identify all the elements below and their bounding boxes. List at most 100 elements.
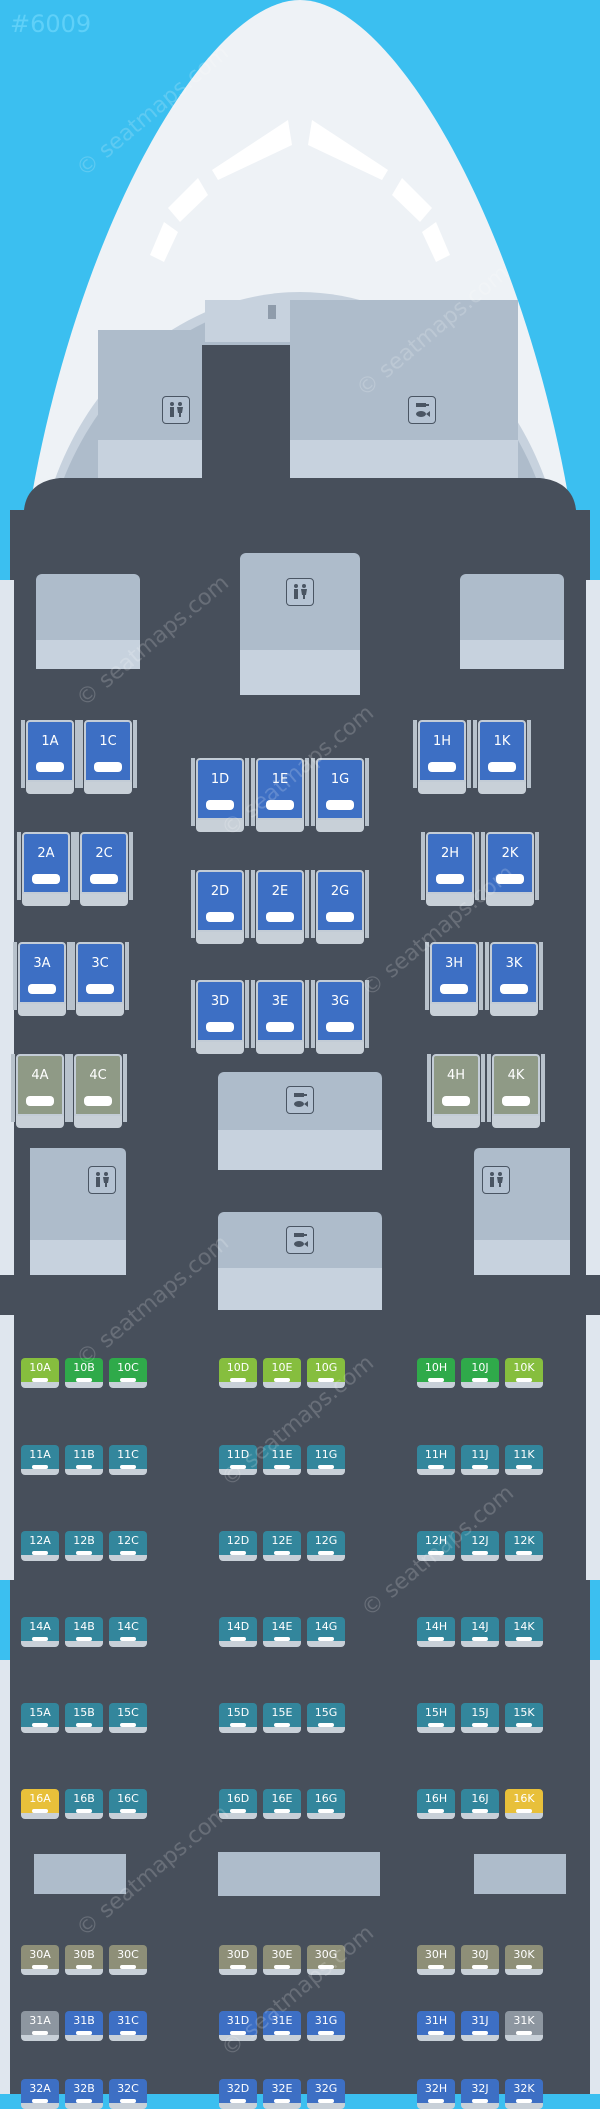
seat-3K[interactable]: 3K [485,942,543,1016]
seat-30C[interactable]: 30C [109,1945,147,1975]
seat-30E[interactable]: 30E [263,1945,301,1975]
seat-32H[interactable]: 32H [417,2079,455,2109]
seat-31G[interactable]: 31G [307,2011,345,2041]
seat-15H[interactable]: 15H [417,1703,455,1733]
seat-2C[interactable]: 2C [75,832,133,906]
seat-12G[interactable]: 12G [307,1531,345,1561]
seat-1E[interactable]: 1E [251,758,309,832]
seat-14B[interactable]: 14B [65,1617,103,1647]
seat-16K[interactable]: 16K [505,1789,543,1819]
seat-10K[interactable]: 10K [505,1358,543,1388]
seat-16E[interactable]: 16E [263,1789,301,1819]
seat-10C[interactable]: 10C [109,1358,147,1388]
seat-12J[interactable]: 12J [461,1531,499,1561]
seat-4H[interactable]: 4H [427,1054,485,1128]
seat-12C[interactable]: 12C [109,1531,147,1561]
seat-3A[interactable]: 3A [13,942,71,1016]
seat-15C[interactable]: 15C [109,1703,147,1733]
seat-11A[interactable]: 11A [21,1445,59,1475]
seat-30G[interactable]: 30G [307,1945,345,1975]
seat-11B[interactable]: 11B [65,1445,103,1475]
seat-10E[interactable]: 10E [263,1358,301,1388]
seat-1K[interactable]: 1K [473,720,531,794]
seat-32B[interactable]: 32B [65,2079,103,2109]
seat-30K[interactable]: 30K [505,1945,543,1975]
seat-32E[interactable]: 32E [263,2079,301,2109]
seat-16J[interactable]: 16J [461,1789,499,1819]
seat-32D[interactable]: 32D [219,2079,257,2109]
seat-10G[interactable]: 10G [307,1358,345,1388]
seat-15J[interactable]: 15J [461,1703,499,1733]
seat-12A[interactable]: 12A [21,1531,59,1561]
seat-2G[interactable]: 2G [311,870,369,944]
seat-15A[interactable]: 15A [21,1703,59,1733]
seat-32A[interactable]: 32A [21,2079,59,2109]
seat-12K[interactable]: 12K [505,1531,543,1561]
seat-15D[interactable]: 15D [219,1703,257,1733]
seat-31E[interactable]: 31E [263,2011,301,2041]
seat-30D[interactable]: 30D [219,1945,257,1975]
seat-2E[interactable]: 2E [251,870,309,944]
seat-14J[interactable]: 14J [461,1617,499,1647]
seat-30H[interactable]: 30H [417,1945,455,1975]
seat-15E[interactable]: 15E [263,1703,301,1733]
seat-1D[interactable]: 1D [191,758,249,832]
seat-3E[interactable]: 3E [251,980,309,1054]
seat-16C[interactable]: 16C [109,1789,147,1819]
seat-12D[interactable]: 12D [219,1531,257,1561]
seat-16H[interactable]: 16H [417,1789,455,1819]
seat-1G[interactable]: 1G [311,758,369,832]
seat-16D[interactable]: 16D [219,1789,257,1819]
seat-1A[interactable]: 1A [21,720,79,794]
seat-31D[interactable]: 31D [219,2011,257,2041]
seat-15B[interactable]: 15B [65,1703,103,1733]
seat-31A[interactable]: 31A [21,2011,59,2041]
seat-16B[interactable]: 16B [65,1789,103,1819]
seat-11J[interactable]: 11J [461,1445,499,1475]
seat-4K[interactable]: 4K [487,1054,545,1128]
seat-16G[interactable]: 16G [307,1789,345,1819]
seat-3D[interactable]: 3D [191,980,249,1054]
seat-2K[interactable]: 2K [481,832,539,906]
seat-2H[interactable]: 2H [421,832,479,906]
seat-1H[interactable]: 1H [413,720,471,794]
seat-14A[interactable]: 14A [21,1617,59,1647]
seat-31C[interactable]: 31C [109,2011,147,2041]
seat-30J[interactable]: 30J [461,1945,499,1975]
seat-31J[interactable]: 31J [461,2011,499,2041]
seat-1C[interactable]: 1C [79,720,137,794]
seat-3G[interactable]: 3G [311,980,369,1054]
seat-3H[interactable]: 3H [425,942,483,1016]
seat-4A[interactable]: 4A [11,1054,69,1128]
seat-11E[interactable]: 11E [263,1445,301,1475]
seat-12E[interactable]: 12E [263,1531,301,1561]
seat-15G[interactable]: 15G [307,1703,345,1733]
seat-11K[interactable]: 11K [505,1445,543,1475]
seat-31K[interactable]: 31K [505,2011,543,2041]
seat-2D[interactable]: 2D [191,870,249,944]
seat-14G[interactable]: 14G [307,1617,345,1647]
seat-14C[interactable]: 14C [109,1617,147,1647]
seat-32J[interactable]: 32J [461,2079,499,2109]
seat-30A[interactable]: 30A [21,1945,59,1975]
seat-11H[interactable]: 11H [417,1445,455,1475]
seat-31H[interactable]: 31H [417,2011,455,2041]
seat-10D[interactable]: 10D [219,1358,257,1388]
seat-12H[interactable]: 12H [417,1531,455,1561]
seat-3C[interactable]: 3C [71,942,129,1016]
seat-30B[interactable]: 30B [65,1945,103,1975]
seat-14E[interactable]: 14E [263,1617,301,1647]
seat-14K[interactable]: 14K [505,1617,543,1647]
seat-16A[interactable]: 16A [21,1789,59,1819]
seat-14D[interactable]: 14D [219,1617,257,1647]
seat-10A[interactable]: 10A [21,1358,59,1388]
seat-12B[interactable]: 12B [65,1531,103,1561]
seat-11C[interactable]: 11C [109,1445,147,1475]
seat-15K[interactable]: 15K [505,1703,543,1733]
seat-10B[interactable]: 10B [65,1358,103,1388]
seat-11G[interactable]: 11G [307,1445,345,1475]
seat-10J[interactable]: 10J [461,1358,499,1388]
seat-14H[interactable]: 14H [417,1617,455,1647]
seat-10H[interactable]: 10H [417,1358,455,1388]
seat-4C[interactable]: 4C [69,1054,127,1128]
